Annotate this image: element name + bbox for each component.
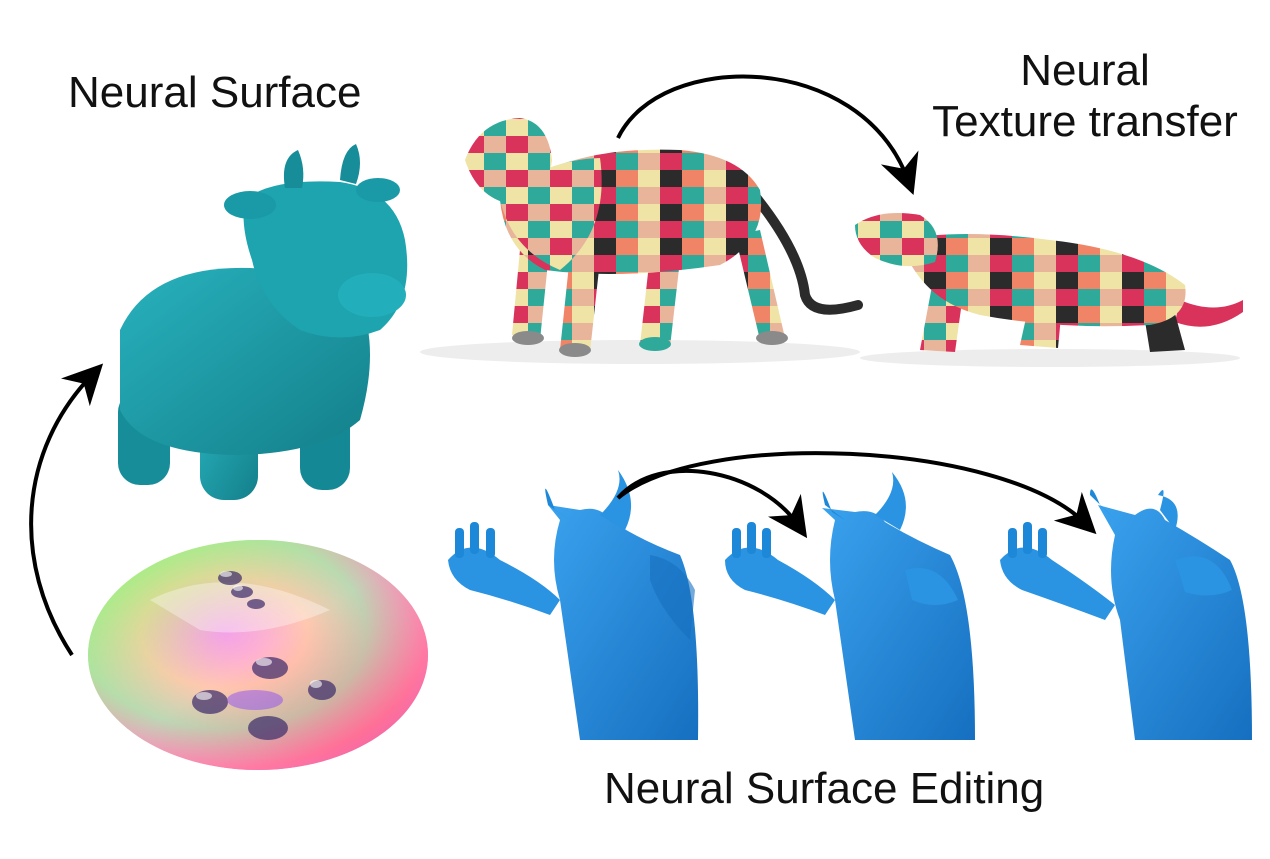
arrow-edit-1 [616,468,808,539]
neural-surface-label: Neural Surface [68,68,362,117]
armadillo-original [448,470,699,740]
texture-transfer-label: Neural Texture transfer [905,46,1265,147]
texture-transfer-line2: Texture transfer [932,96,1238,146]
arrow-disc-to-cow [29,363,104,657]
normal-map-disc [88,540,428,770]
armadillo-edit-2 [1000,489,1252,740]
cow-mesh [118,144,408,500]
texture-transfer-line1: Neural [1020,46,1150,95]
textured-big-cat [420,118,863,364]
armadillo-edit-1 [725,472,975,740]
textured-lizard [855,212,1243,367]
surface-editing-label: Neural Surface Editing [604,764,1045,813]
arrow-edit-2 [616,451,1097,535]
arrow-cat-to-lizard [616,74,919,196]
